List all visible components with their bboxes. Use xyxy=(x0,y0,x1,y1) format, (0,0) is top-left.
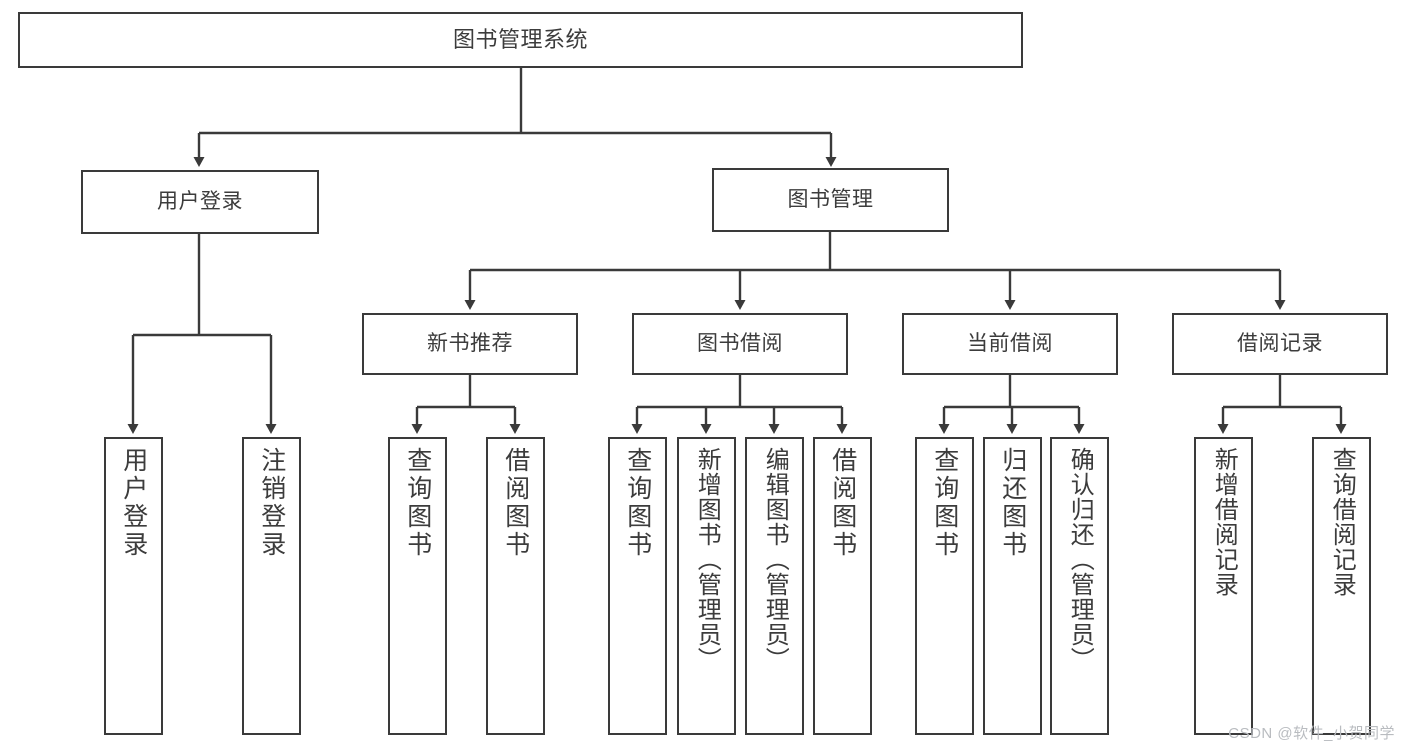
leaf-add-book-admin-label: 新增图书（管理员） xyxy=(693,447,721,672)
leaf-query-book-2-label: 查询图书 xyxy=(623,447,652,559)
leaf-logout-login-label: 注销登录 xyxy=(257,447,286,559)
leaf-borrow-book-1[interactable]: 借阅图书 xyxy=(486,437,545,735)
leaf-user-login-label: 用户登录 xyxy=(119,447,148,559)
leaf-add-borrow-record-label: 新增借阅记录 xyxy=(1210,447,1238,597)
leaf-edit-book-admin[interactable]: 编辑图书（管理员） xyxy=(745,437,804,735)
leaf-query-book-2[interactable]: 查询图书 xyxy=(608,437,667,735)
node-borrow-record-label: 借阅记录 xyxy=(1237,332,1323,356)
node-root-label: 图书管理系统 xyxy=(452,26,588,52)
leaf-query-borrow-record-label: 查询借阅记录 xyxy=(1328,447,1356,597)
leaf-return-book-label: 归还图书 xyxy=(998,447,1027,559)
leaf-query-book-1[interactable]: 查询图书 xyxy=(388,437,447,735)
node-new-book-recommend-label: 新书推荐 xyxy=(427,332,513,356)
leaf-user-login[interactable]: 用户登录 xyxy=(104,437,163,735)
leaf-query-book-3-label: 查询图书 xyxy=(930,447,959,559)
node-book-management[interactable]: 图书管理 xyxy=(712,168,949,232)
leaf-borrow-book-2-label: 借阅图书 xyxy=(828,447,857,559)
node-borrow-record[interactable]: 借阅记录 xyxy=(1172,313,1388,375)
leaf-logout-login[interactable]: 注销登录 xyxy=(242,437,301,735)
leaf-query-book-1-label: 查询图书 xyxy=(403,447,432,559)
leaf-borrow-book-1-label: 借阅图书 xyxy=(501,447,530,559)
leaf-confirm-return-admin-label: 确认归还（管理员） xyxy=(1066,447,1094,672)
node-book-borrow[interactable]: 图书借阅 xyxy=(632,313,848,375)
node-current-borrow[interactable]: 当前借阅 xyxy=(902,313,1118,375)
node-book-management-label: 图书管理 xyxy=(787,188,874,212)
leaf-query-borrow-record[interactable]: 查询借阅记录 xyxy=(1312,437,1371,735)
leaf-query-book-3[interactable]: 查询图书 xyxy=(915,437,974,735)
node-user-login-label: 用户登录 xyxy=(157,190,243,214)
node-current-borrow-label: 当前借阅 xyxy=(967,332,1053,356)
node-new-book-recommend[interactable]: 新书推荐 xyxy=(362,313,578,375)
csdn-watermark: CSDN @软件_小贺同学 xyxy=(1228,725,1395,742)
leaf-edit-book-admin-label: 编辑图书（管理员） xyxy=(761,447,789,672)
leaf-add-borrow-record[interactable]: 新增借阅记录 xyxy=(1194,437,1253,735)
node-user-login[interactable]: 用户登录 xyxy=(81,170,319,234)
leaf-add-book-admin[interactable]: 新增图书（管理员） xyxy=(677,437,736,735)
leaf-return-book[interactable]: 归还图书 xyxy=(983,437,1042,735)
leaf-borrow-book-2[interactable]: 借阅图书 xyxy=(813,437,872,735)
leaf-confirm-return-admin[interactable]: 确认归还（管理员） xyxy=(1050,437,1109,735)
node-root[interactable]: 图书管理系统 xyxy=(18,12,1023,68)
node-book-borrow-label: 图书借阅 xyxy=(697,332,783,356)
